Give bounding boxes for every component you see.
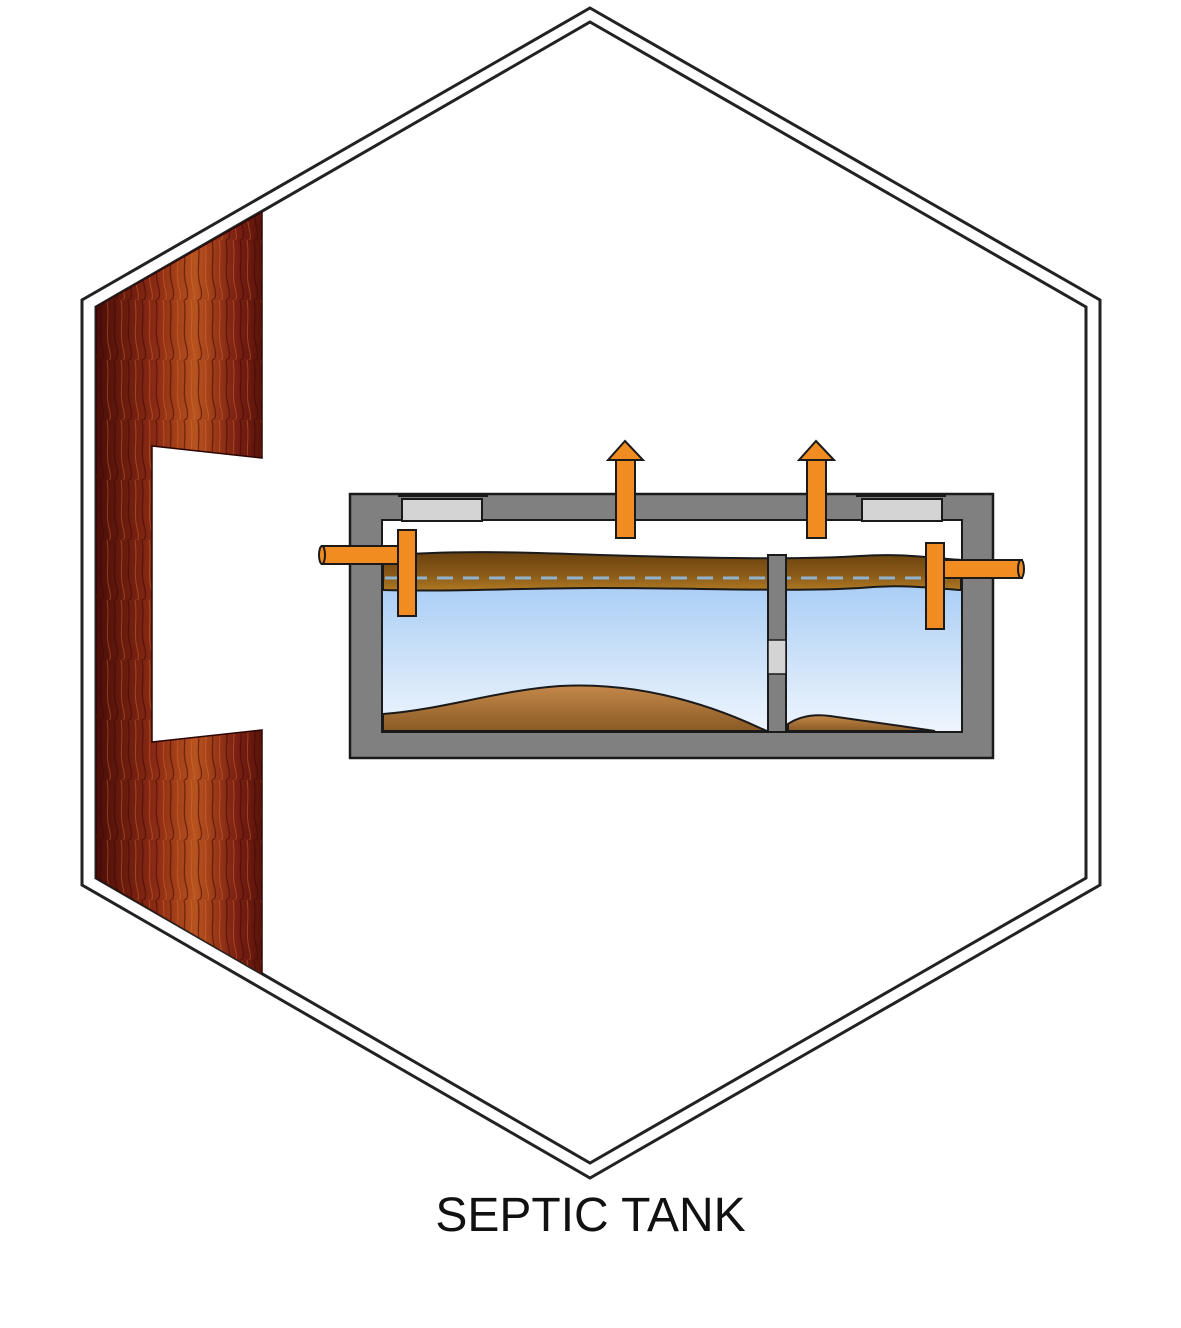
vent-arrow-icon: [605, 439, 646, 539]
outlet-pipe-icon: [925, 542, 1025, 630]
wood-wall-icon: [96, 210, 263, 977]
baffle-icon: [767, 554, 787, 733]
inlet-pipe-icon: [318, 529, 417, 617]
septic-tank-icon: [318, 439, 1025, 760]
vent-arrow-icon: [796, 439, 837, 539]
sludge-layer-second-chamber: [787, 714, 936, 732]
sludge-layer: [382, 684, 768, 732]
diagram-caption: SEPTIC TANK: [435, 1189, 746, 1242]
access-lid-left: [401, 498, 483, 522]
scum-layer: [382, 551, 962, 592]
access-lid-right: [861, 498, 943, 522]
